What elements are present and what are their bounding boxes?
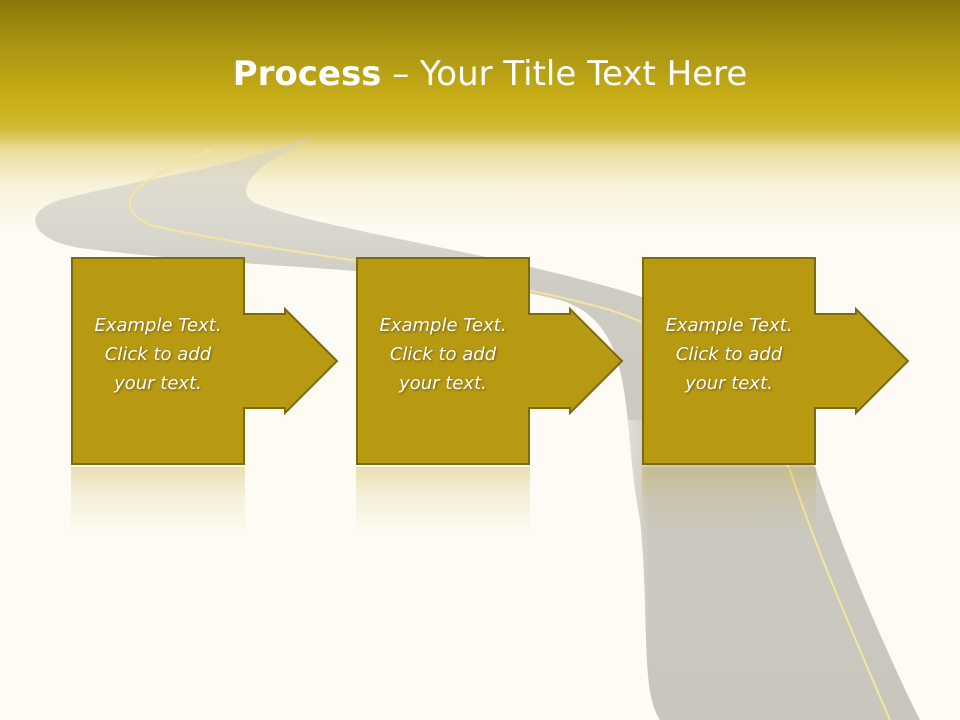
process-step-1[interactable]: Example Text. Click to add your text. [71, 257, 339, 537]
step-text-line-3: your text. [399, 373, 487, 394]
step-reflection [642, 467, 816, 537]
title-bold: Process [232, 54, 382, 94]
step-reflection [356, 467, 530, 537]
step-text-line-1: Example Text. [94, 315, 222, 336]
road-surface [35, 140, 920, 720]
step-text-line-1: Example Text. [665, 315, 793, 336]
step-text-line-3: your text. [114, 373, 202, 394]
step-text: Example Text. Click to add your text. [356, 311, 530, 398]
step-shape [71, 257, 339, 465]
process-step-3[interactable]: Example Text. Click to add your text. [642, 257, 910, 537]
step-text-line-2: Click to add [675, 344, 783, 365]
road-edge-fade [600, 420, 650, 720]
step-reflection [71, 467, 245, 537]
slide-title[interactable]: Process – Your Title Text Here [0, 52, 960, 96]
step-shape [642, 257, 910, 465]
step-text: Example Text. Click to add your text. [71, 311, 245, 398]
step-text-line-2: Click to add [389, 344, 497, 365]
road-center-line [128, 149, 891, 720]
step-text-line-1: Example Text. [379, 315, 507, 336]
step-text-line-2: Click to add [104, 344, 212, 365]
step-shape [356, 257, 624, 465]
process-step-2[interactable]: Example Text. Click to add your text. [356, 257, 624, 537]
step-text: Example Text. Click to add your text. [642, 311, 816, 398]
title-rest: – Your Title Text Here [381, 54, 748, 94]
step-text-line-3: your text. [685, 373, 773, 394]
